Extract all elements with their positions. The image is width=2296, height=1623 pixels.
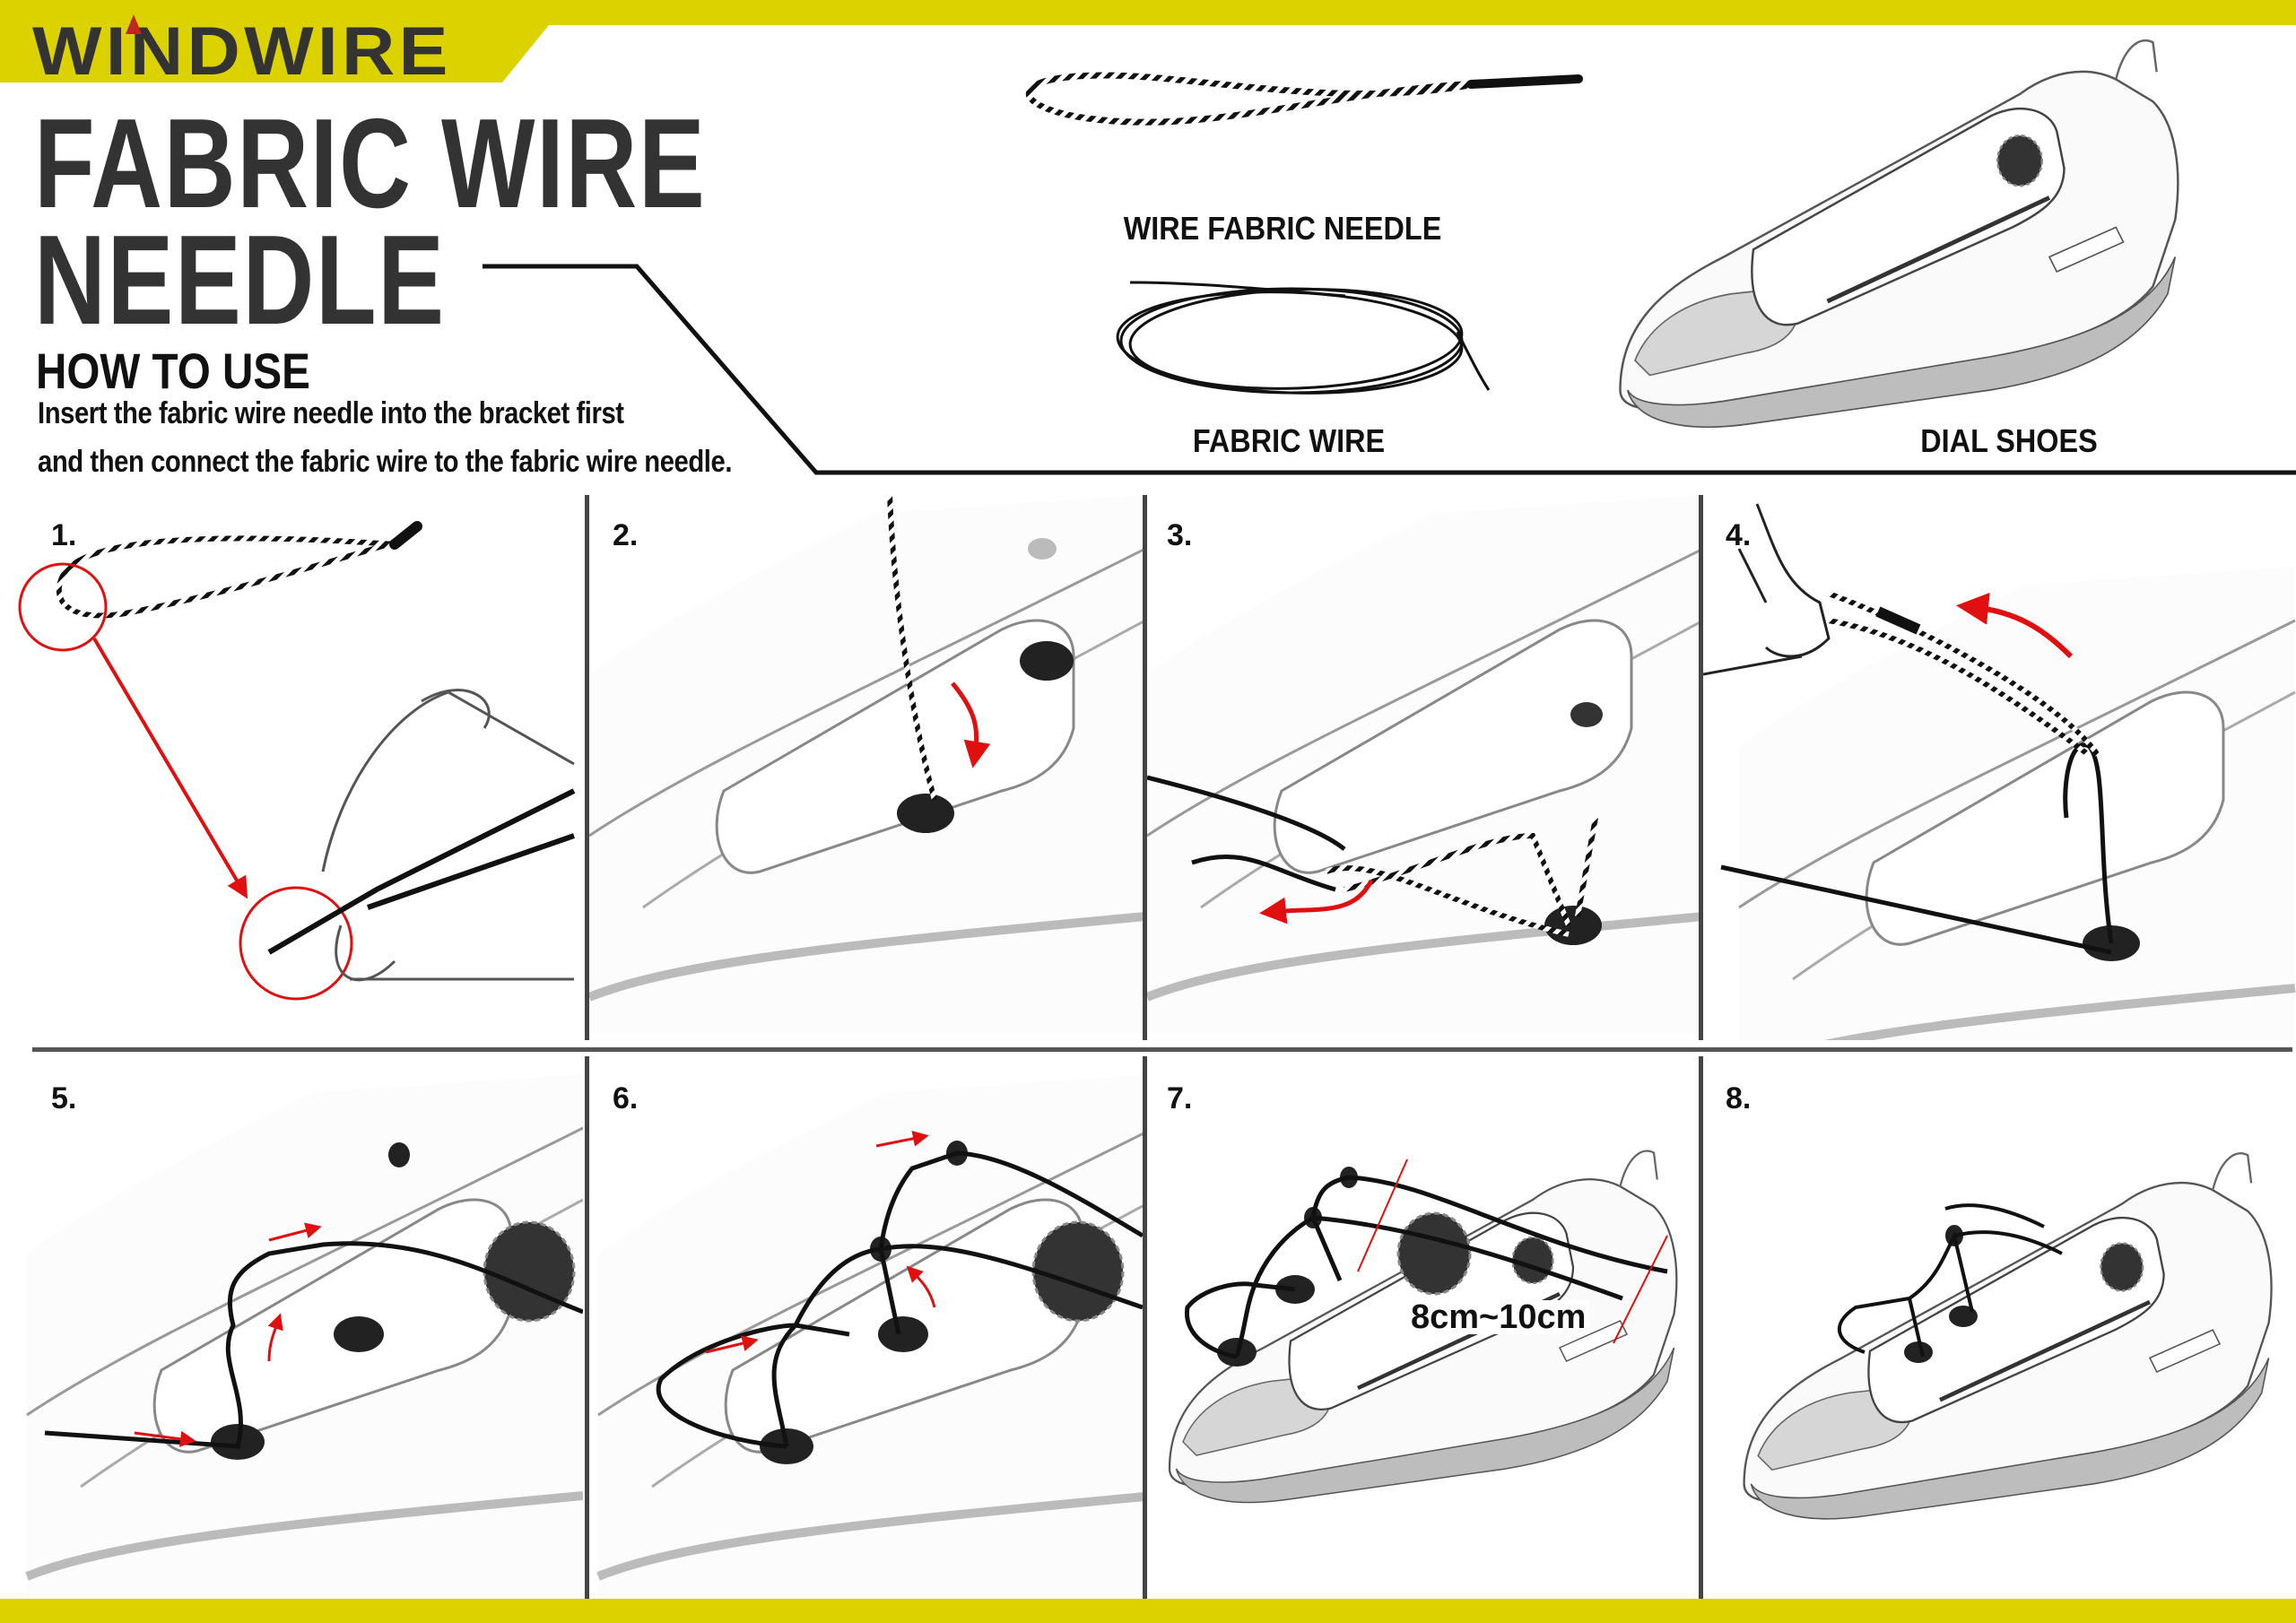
step-4-panel: 4. — [1703, 495, 2296, 1040]
row-divider — [32, 1047, 2292, 1052]
panel-divider — [1699, 495, 1703, 1040]
windwire-logo: WINDWIRE — [32, 13, 452, 90]
step-1-panel: 1. — [0, 495, 583, 1040]
step-1-illustration — [18, 521, 576, 1001]
panel-divider — [585, 495, 589, 1040]
length-annotation: 8cm~10cm — [1407, 1300, 1590, 1334]
panel-divider — [1143, 495, 1147, 1040]
step-2-panel: 2. — [589, 495, 1143, 1040]
step-5-illustration — [0, 1056, 583, 1599]
step-5-panel: 5. — [0, 1056, 583, 1599]
title-leader-line — [483, 264, 2296, 475]
step-6-panel: 6. — [589, 1056, 1143, 1599]
step-5-number: 5. — [51, 1081, 77, 1115]
page-title-line2: NEEDLE — [34, 209, 446, 352]
instruction-line-2: and then connect the fabric wire to the … — [38, 445, 733, 479]
step-4-number: 4. — [1726, 518, 1752, 552]
dial-shoe-icon — [1605, 18, 2197, 466]
step-3-illustration — [1147, 495, 1699, 1040]
step-8-illustration — [1703, 1056, 2296, 1599]
step-6-illustration — [589, 1056, 1143, 1599]
bottom-accent-bar — [0, 1599, 2296, 1623]
step-3-number: 3. — [1167, 518, 1193, 552]
component-label-dial-shoes: DIAL SHOES — [1920, 422, 2098, 459]
component-label-wire-fabric-needle: WIRE FABRIC NEEDLE — [1123, 210, 1442, 247]
step-4-illustration — [1703, 503, 2296, 1040]
step-1-number: 1. — [51, 518, 77, 552]
page-title-line1: FABRIC WIRE — [34, 92, 707, 235]
instruction-line-1: Insert the fabric wire needle into the b… — [38, 396, 624, 430]
step-7-number: 7. — [1167, 1081, 1193, 1115]
step-8-number: 8. — [1726, 1081, 1752, 1115]
step-2-illustration — [589, 495, 1143, 1040]
step-7-illustration — [1147, 1056, 1699, 1599]
step-2-number: 2. — [613, 518, 639, 552]
step-7-panel: 7. 8cm~10cm — [1147, 1056, 1699, 1599]
step-8-panel: 8. — [1703, 1056, 2296, 1599]
logo-accent-icon — [126, 14, 142, 34]
wire-needle-icon — [1025, 72, 1583, 126]
step-6-number: 6. — [613, 1081, 639, 1115]
panel-divider — [1699, 1056, 1703, 1599]
step-3-panel: 3. — [1147, 495, 1699, 1040]
logo-banner — [0, 0, 552, 82]
component-label-fabric-wire: FABRIC WIRE — [1192, 422, 1386, 459]
panel-divider — [1143, 1056, 1147, 1599]
panel-divider — [585, 1056, 589, 1599]
how-to-use-heading: HOW TO USE — [36, 343, 310, 399]
fabric-wire-coil-icon — [1116, 281, 1491, 395]
